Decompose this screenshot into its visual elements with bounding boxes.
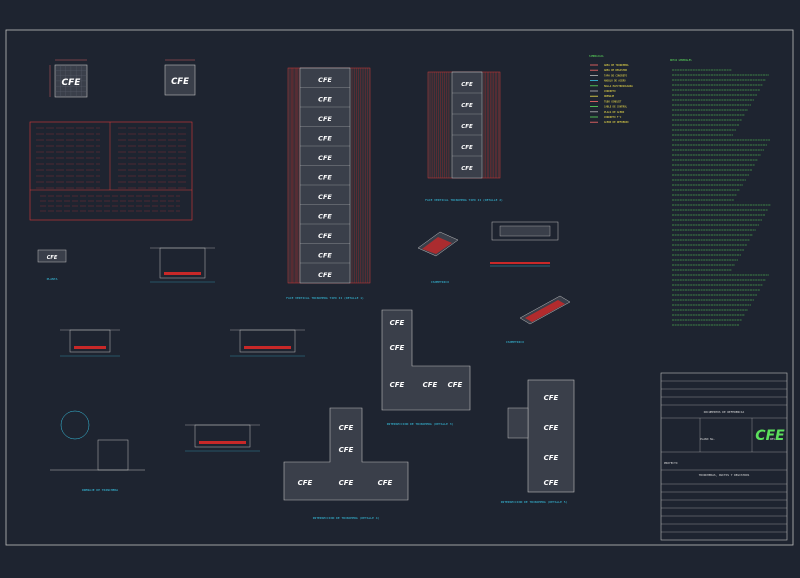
plan-number-label: PLANO No. — [700, 437, 715, 441]
legend-item: MALLA ELECTROSOLDADA — [604, 85, 633, 88]
cfe-logo-text: CFE — [318, 135, 332, 143]
cfe-logo-text: CFE — [390, 319, 405, 327]
cfe-logo-text: CFE — [390, 344, 405, 352]
quantities-table — [29, 121, 193, 221]
legend-item: CONCRETO F'C — [604, 116, 622, 119]
view-caption: INTERSECCION DE TRINCHERA (DETALLE 4) — [313, 516, 380, 520]
view-caption: FACE VERTICAL TRINCHERA TIPO II (DETALLE… — [425, 198, 503, 202]
cfe-logo-text: CFE — [62, 78, 82, 88]
cfe-logo-text: CFE — [318, 193, 332, 201]
view-caption: FACE VERTICAL TRINCHERA TIPO II (DETALLE… — [286, 296, 364, 300]
section-right — [490, 221, 559, 267]
view-caption: INTERSECCION DE TRINCHERA (DETALLE 3) — [387, 422, 454, 426]
view-caption: ISOMETRICO — [431, 280, 449, 284]
view-caption: DRENAJE DE TRINCHERA — [82, 488, 118, 492]
view-caption: INTERSECCION DE TRINCHERA (DETALLE 5) — [501, 500, 568, 504]
notes-title: NOTAS GENERALES — [670, 59, 692, 62]
rev-label: REV. — [770, 437, 777, 441]
drenaje-detail: DRENAJE DE TRINCHERA — [50, 410, 145, 492]
cfe-logo-text: CFE — [378, 479, 393, 487]
cfe-logo-text: CFE — [390, 381, 405, 389]
intersection-detail-5: CFE CFE CFE CFE INTERSECCION DE TRINCHERA (… — [501, 379, 575, 504]
intersection-detail-4: CFE CFE CFE CFE CFE INTERSECCION DE TRINCHER… — [283, 407, 409, 520]
section-fill — [199, 441, 246, 444]
cfe-logo-text: CFE — [461, 103, 473, 109]
legend-item: AREA DE TRINCHERA — [604, 64, 629, 67]
legend-item: ANGULO DE ACERO — [604, 80, 626, 83]
legend-item: TUBO CONDUIT — [604, 100, 622, 103]
cfe-logo-text: CFE — [318, 271, 332, 279]
trench-detail-1: CFE CFE CFE CFE CFE CFE CFE CFE CFE CFE CFE FACE V… — [286, 67, 371, 300]
cfe-logo-text: CFE — [544, 479, 559, 487]
cfe-logo-text: CFE — [318, 213, 332, 221]
cfe-logo-text: CFE — [318, 115, 332, 123]
legend: SIMBOLOGIA AREA DE TRINCHERA AREA DE REGI… — [589, 55, 633, 124]
cfe-logo-text: CFE — [298, 479, 313, 487]
drawing-title: TRINCHERAS, DUCTOS Y REGISTROS — [699, 473, 750, 477]
cfe-logo-text: CFE — [318, 76, 332, 84]
planta-small: CFE PLANTA — [37, 249, 67, 281]
cfe-logo-text: CFE — [318, 174, 332, 182]
legend-title: SIMBOLOGIA — [589, 55, 604, 58]
cfe-logo-text: CFE — [339, 479, 354, 487]
view-caption: PLANTA — [47, 277, 58, 281]
cfe-logo-text: CFE — [461, 166, 473, 172]
isometric-2: ISOMETRICO — [506, 295, 571, 344]
cfe-logo-text: CFE — [318, 232, 332, 240]
cfe-logo-text: CFE — [544, 424, 559, 432]
cfe-logo-text: CFE — [423, 381, 438, 389]
project-label: PROYECTO — [664, 461, 678, 465]
cfe-brand-logo: CFE — [755, 428, 785, 444]
legend-item: TAPA DE CONCRETO — [604, 74, 628, 77]
trench-detail-2: CFE CFE CFE CFE CFE FACE VERTICAL TRINCHERA … — [425, 71, 503, 202]
legend-item: ACERO DE REFUERZO — [604, 121, 629, 124]
isometric-1: ISOMETRICO — [417, 231, 459, 284]
intersection-detail-3: CFE CFE CFE CFE CFE INTERSECCION DE TRINCHER… — [381, 309, 471, 426]
legend-item: PLACA DE ACERO — [604, 111, 625, 114]
legend-item: DRENAJE — [604, 95, 615, 98]
general-notes: NOTAS GENERALES — [670, 59, 771, 326]
section-fill — [74, 346, 106, 349]
cfe-logo-text: CFE — [544, 454, 559, 462]
registro-planta-1: CFE — [49, 59, 88, 98]
cfe-logo-text: CFE — [448, 381, 463, 389]
cfe-logo-text: CFE — [461, 82, 473, 88]
cfe-logo-text: CFE — [544, 394, 559, 402]
cfe-logo-text: CFE — [461, 145, 473, 151]
cfe-logo-text: CFE — [171, 77, 189, 87]
cfe-logo-text: CFE — [318, 154, 332, 162]
title-block: DOCUMENTOS DE REFERENCIA CFE PROYECTO TR… — [660, 372, 788, 541]
cfe-logo-text: CFE — [318, 96, 332, 104]
section-fill — [164, 272, 201, 275]
sheet-border — [5, 29, 794, 546]
registro-planta-2: CFE — [164, 59, 196, 96]
cfe-logo-text: CFE — [47, 255, 58, 261]
view-caption: ISOMETRICO — [506, 340, 524, 344]
cfe-logo-text: CFE — [339, 424, 354, 432]
cfe-logo-text: CFE — [339, 446, 354, 454]
cfe-logo-text: CFE — [461, 124, 473, 130]
legend-item: CABLE DE CONTROL — [604, 106, 628, 109]
section-fill — [244, 346, 291, 349]
reference-header: DOCUMENTOS DE REFERENCIA — [704, 410, 745, 414]
cfe-logo-text: CFE — [318, 252, 332, 260]
legend-item: CONCRETO — [604, 90, 616, 93]
legend-item: AREA DE REGISTRO — [604, 69, 628, 72]
